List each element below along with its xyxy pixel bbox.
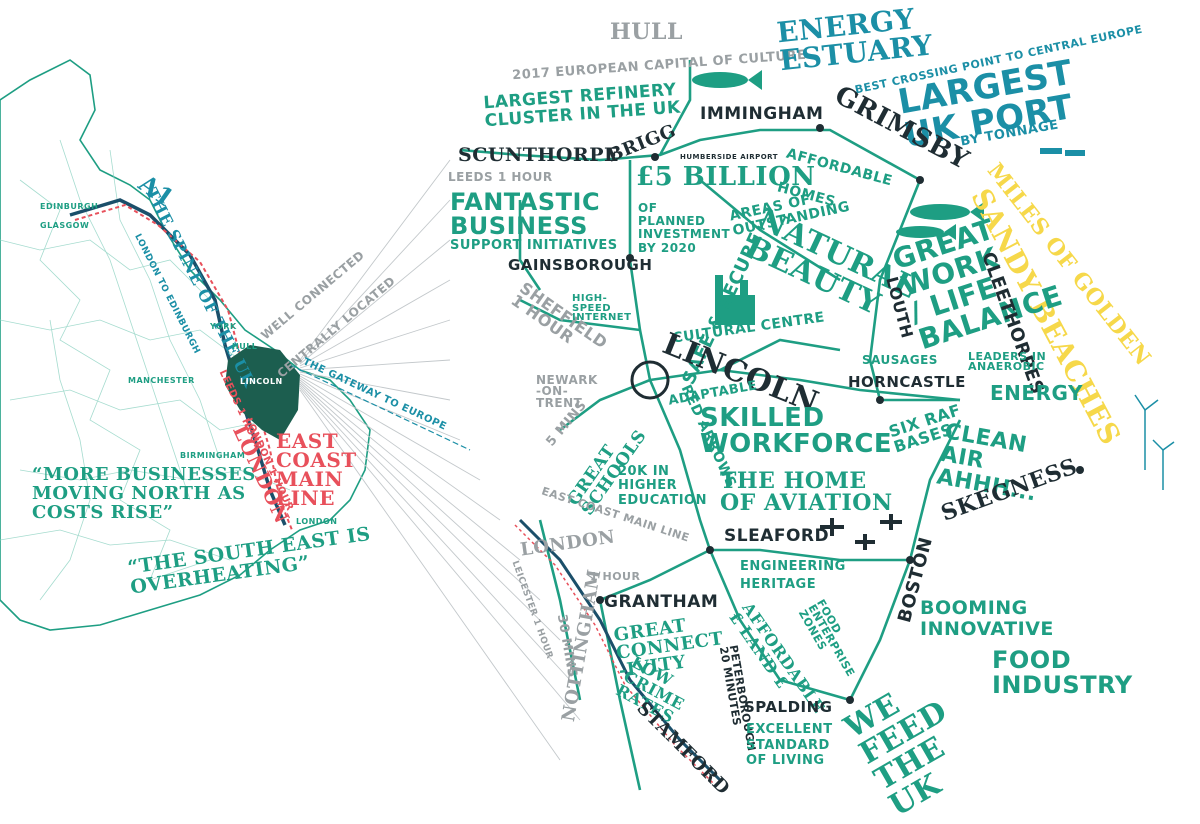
a1-road [69,198,287,526]
label-leaders-anaerobic: LEADERS IN ANAEROBIC [968,350,1047,374]
label-leeds-hour: LEEDS 1 HOUR [448,170,553,184]
label-newark: NEWARK -ON-TRENT [536,373,598,410]
label-east-coast: EAST COAST MAIN LINE [276,429,357,510]
label-planned-investment: OF PLANNED INVESTMENT BY 2020 [638,201,731,255]
label-support-initiatives: SUPPORT INITIATIVES [450,238,618,253]
label-sausages: SAUSAGES [862,353,938,367]
label-food-industry: FOOD INDUSTRY [992,646,1133,700]
label-sleaford: SLEAFORD [724,526,830,546]
label-manchester: MANCHESTER [128,376,195,385]
label-york: YORK [210,322,237,331]
label-skilled-workforce: SKILLED WORKFORCE [700,403,893,459]
label-glasgow: GLASGOW [40,221,90,230]
wind-turbine-icons [1134,394,1175,490]
label-immingham: IMMINGHAM [700,104,824,124]
label-grantham: GRANTHAM [604,592,719,612]
gateway-line [289,364,471,451]
quote1-text: MORE BUSINESSES MOVING NORTH AS COSTS RI… [32,464,256,523]
lincoln-roundabout [630,360,670,400]
plane-icons [820,514,902,550]
cathedral-icon [715,275,755,325]
lincs-rail-red [514,524,716,786]
label-energy: ENERGY [990,381,1083,405]
label-hull-right: HULL [610,19,683,45]
label-spalding: SPALDING [744,698,833,716]
label-high-speed: HIGH-SPEED INTERNET [572,293,632,323]
label-edinburgh: EDINBURGH [40,202,99,211]
label-lincoln-left: LINCOLN [240,377,283,386]
label-engineering: ENGINEERING HERITAGE [740,559,846,593]
quote-more-businesses: “MORE BUSINESSES MOVING NORTH AS COSTS R… [32,464,256,523]
lincolnshire-region [225,345,300,440]
label-scunthorpe: SCUNTHORPE [458,144,619,166]
fish-icons [692,70,984,240]
lincs-east-coast-rail [518,518,722,782]
label-five-billion: £5 BILLION [636,162,816,192]
label-excellent: EXCELLENT STANDARD OF LIVING [746,722,833,769]
label-birmingham: BIRMINGHAM [180,451,246,460]
label-humberside-airport: HUMBERSIDE AIRPORT [680,153,779,161]
label-hull: HULL [232,342,258,351]
ship-icons [1040,148,1085,156]
label-one-hour: 1 HOUR [590,570,641,583]
label-fantastic-business: FANTASTIC BUSINESS [450,188,601,240]
town-dots [596,124,1084,704]
label-home-aviation: THE HOME OF AVIATION [720,468,893,516]
label-horncastle: HORNCASTLE [848,373,966,391]
label-booming: BOOMING INNOVATIVE [920,597,1054,640]
label-gainsborough: GAINSBOROUGH [508,256,653,274]
east-coast-rail [74,203,293,531]
uk-outline [0,59,371,631]
label-london-city: LONDON [296,517,338,526]
uk-road-network [0,139,291,601]
label-twenty-k: 20K IN HIGHER EDUCATION [618,464,707,508]
connection-rays [299,159,581,761]
